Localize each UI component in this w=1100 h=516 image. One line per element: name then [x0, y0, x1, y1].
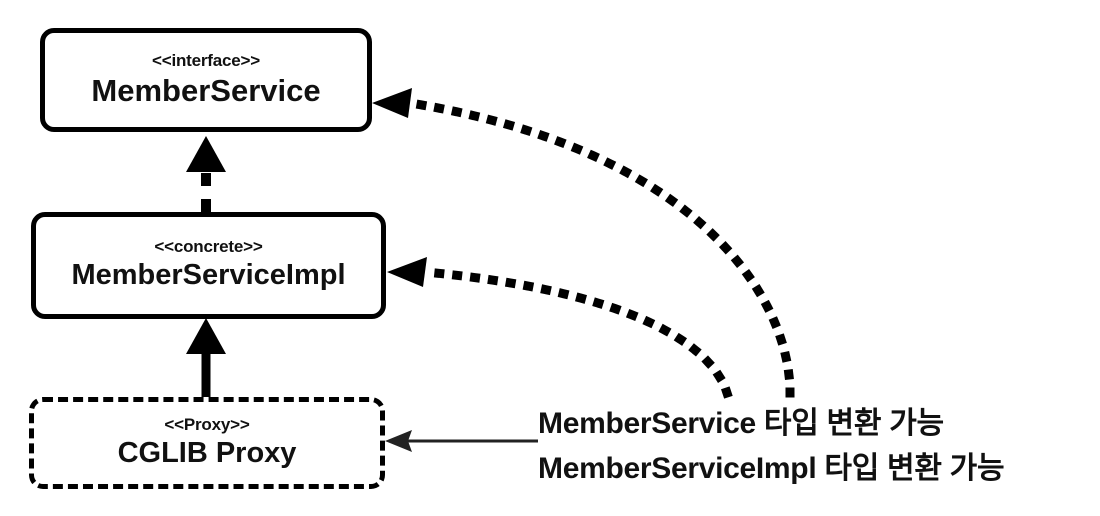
class-name-label: MemberServiceImpl: [71, 259, 346, 292]
inheritance-arrowhead: [186, 318, 226, 354]
class-box-memberservice[interactable]: <<interface>> MemberService: [40, 28, 372, 132]
cast-memberservice-curve: [404, 97, 795, 398]
note-memberservice-cast: MemberService 타입 변환 가능: [538, 407, 944, 440]
edge-note-to-proxy: [385, 430, 538, 452]
class-name-label: MemberService: [91, 72, 321, 108]
class-box-cglib-proxy[interactable]: <<Proxy>> CGLIB Proxy: [29, 397, 385, 489]
realization-arrowhead: [186, 136, 226, 172]
stereotype-label: <<concrete>>: [154, 237, 263, 257]
class-name-label: CGLIB Proxy: [117, 436, 297, 469]
edge-cast-to-memberservice: [372, 88, 795, 398]
edge-inheritance: [186, 318, 226, 397]
cast-memberserviceimpl-arrowhead: [387, 257, 427, 287]
edge-cast-to-memberserviceimpl: [387, 257, 733, 399]
cast-memberserviceimpl-curve: [420, 267, 733, 399]
cast-memberservice-arrowhead: [372, 88, 412, 118]
stereotype-label: <<interface>>: [152, 50, 260, 70]
class-box-memberserviceimpl[interactable]: <<concrete>> MemberServiceImpl: [31, 212, 386, 319]
note-memberserviceimpl-cast: MemberServiceImpl 타입 변환 가능: [538, 452, 1005, 485]
edge-realization: [186, 136, 226, 212]
note-to-proxy-arrowhead: [385, 430, 412, 452]
stereotype-label: <<Proxy>>: [164, 414, 250, 434]
